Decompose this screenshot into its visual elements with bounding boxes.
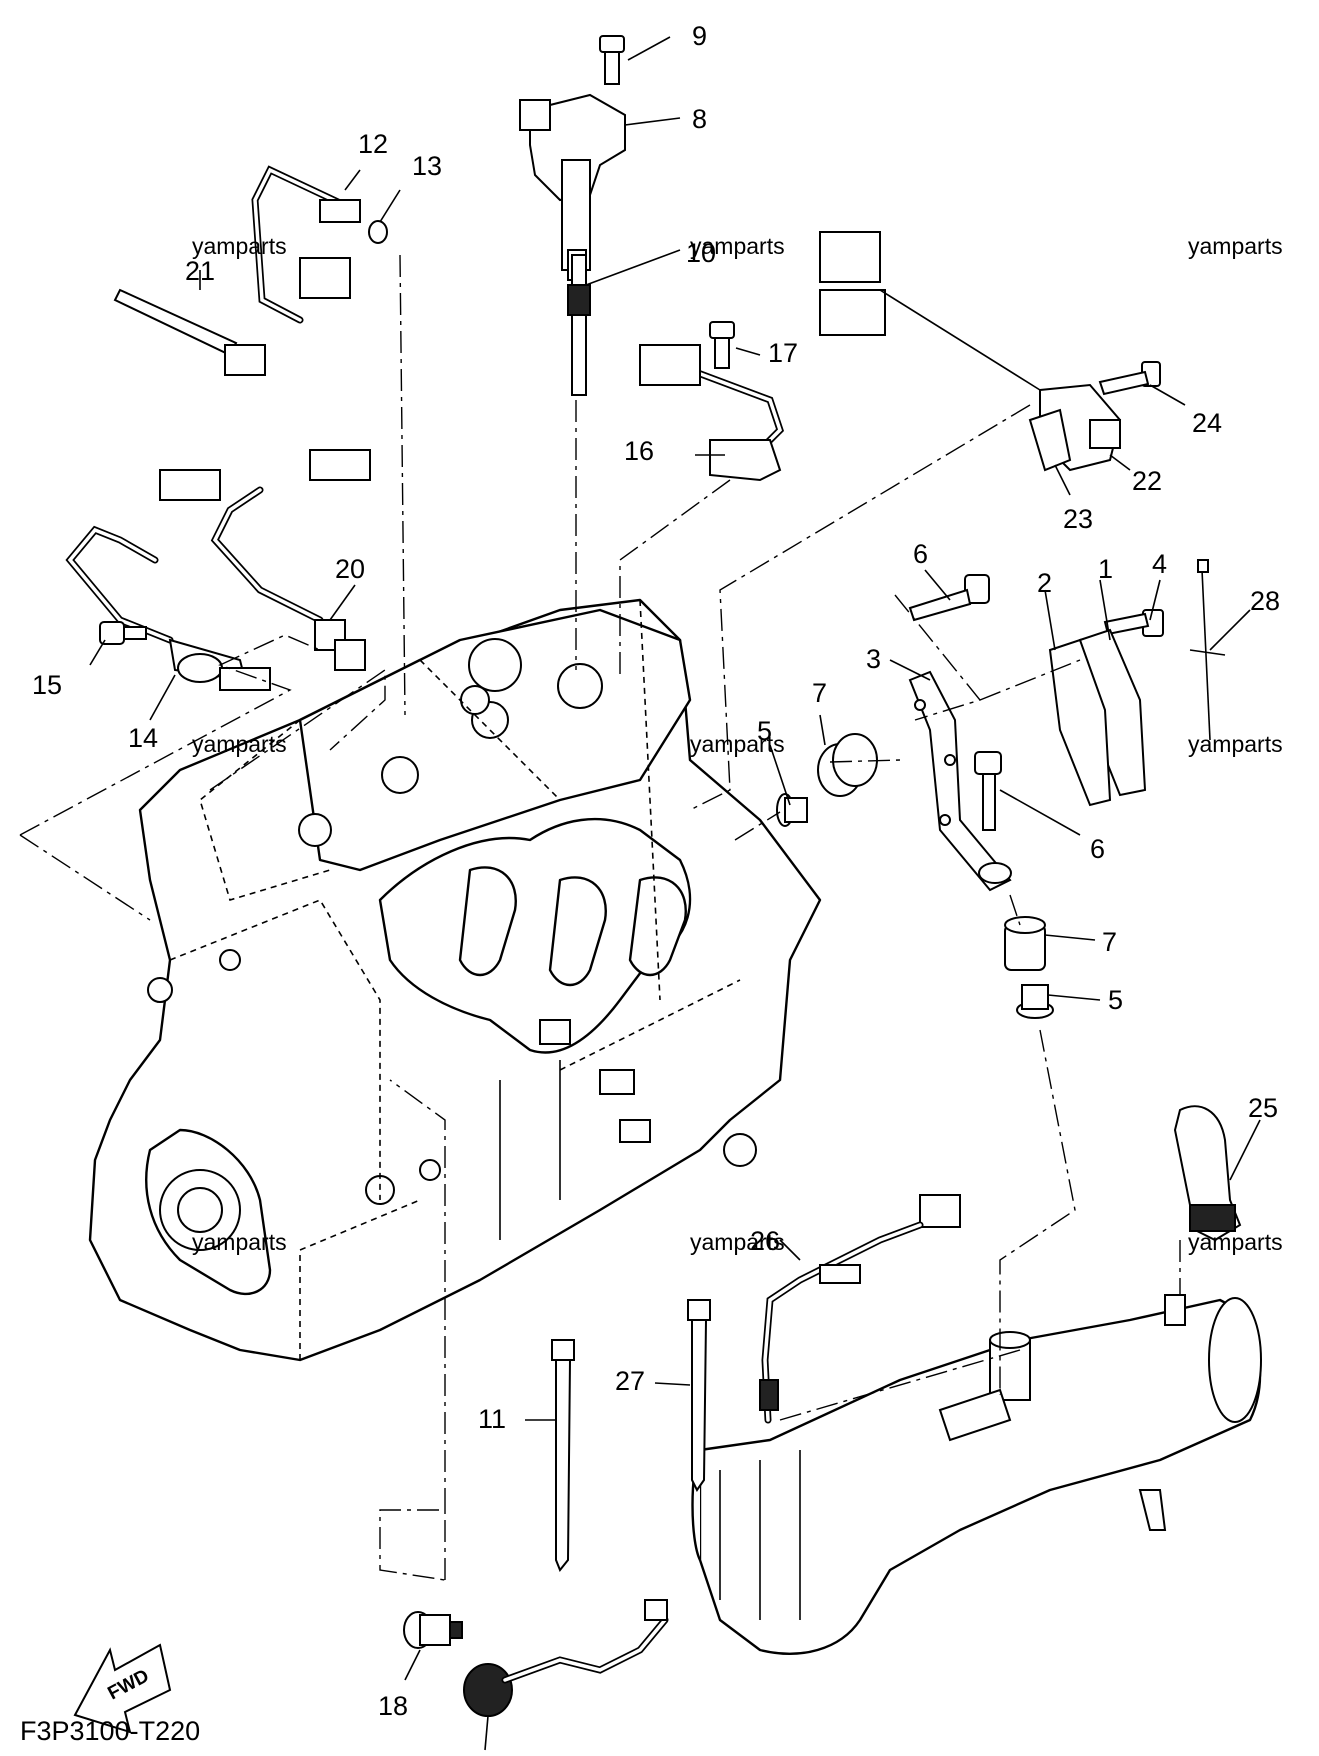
- watermark: yamparts: [192, 1229, 287, 1255]
- screw-17: [709, 321, 735, 369]
- grommet-7-lower: [1004, 916, 1046, 971]
- tie-28: [1189, 559, 1226, 741]
- bolt-4: [1103, 609, 1164, 637]
- sensor-21: [113, 288, 266, 376]
- bolt-24: [1098, 361, 1161, 396]
- cable-tie-27: [687, 1299, 711, 1492]
- bolt-6-upper: [908, 574, 990, 622]
- callout-25: 25: [1248, 1093, 1278, 1123]
- callout-26: 26: [750, 1226, 780, 1256]
- watermark: yamparts: [192, 233, 287, 259]
- watermark: yamparts: [690, 233, 785, 259]
- sensor-18: [403, 1611, 463, 1649]
- callout-27: 27: [615, 1366, 645, 1396]
- callout-13: 13: [412, 151, 442, 181]
- callout-5-upper: 5: [757, 716, 772, 746]
- exhaust-pipe: [691, 1294, 1262, 1655]
- sensor-16: [639, 344, 785, 482]
- engine-block: [88, 598, 822, 1362]
- collar-5-upper: [776, 793, 808, 827]
- callout-2: 2: [1037, 568, 1052, 598]
- callout-6-lower: 6: [1090, 834, 1105, 864]
- sensor-20: [210, 449, 371, 671]
- callout-8: 8: [692, 104, 707, 134]
- sensor-12: [251, 165, 361, 324]
- washer-13: [368, 220, 388, 244]
- callout-28: 28: [1250, 586, 1280, 616]
- knock-sensor-19: [463, 1599, 669, 1717]
- gasket-23: [1028, 408, 1072, 472]
- callout-4: 4: [1152, 549, 1167, 579]
- watermark: yamparts: [192, 731, 287, 757]
- clamp-25: [1173, 1105, 1242, 1242]
- assembly-lines: [19, 254, 1181, 1581]
- callout-7-upper: 7: [812, 678, 827, 708]
- watermarks: yamparts yamparts yamparts yamparts yamp…: [192, 233, 1283, 1255]
- callout-1: 1: [1098, 554, 1113, 584]
- harness-22: [819, 231, 1122, 472]
- watermark: yamparts: [1188, 731, 1283, 757]
- ignition-coil-8: [519, 93, 626, 281]
- callout-17: 17: [768, 338, 798, 368]
- callout-15: 15: [32, 670, 62, 700]
- callout-18: 18: [378, 1691, 408, 1721]
- callout-12: 12: [358, 129, 388, 159]
- callout-9: 9: [692, 21, 707, 51]
- plate-2: [1048, 638, 1112, 807]
- callout-14: 14: [128, 723, 158, 753]
- callout-23: 23: [1063, 504, 1093, 534]
- bolt-15: [99, 621, 147, 645]
- spark-plug-10: [567, 254, 591, 396]
- callout-22: 22: [1132, 466, 1162, 496]
- callout-20: 20: [335, 554, 365, 584]
- sensor-26: [759, 1194, 961, 1424]
- watermark: yamparts: [1188, 233, 1283, 259]
- callout-21: 21: [185, 256, 215, 286]
- callouts: 1 2 3 4 5 5 6 6 7 7 8 9 10 11 12 13 14 1…: [32, 21, 1280, 1721]
- watermark: yamparts: [690, 731, 785, 757]
- watermark: yamparts: [1188, 1229, 1283, 1255]
- watermark: yamparts: [690, 1229, 785, 1255]
- callout-16: 16: [624, 436, 654, 466]
- bolt-6-lower: [974, 751, 1002, 831]
- callout-7-lower: 7: [1102, 927, 1117, 957]
- fwd-arrow: FWD: [73, 1643, 172, 1734]
- drawing-code: F3P3100-T220: [20, 1716, 200, 1746]
- cable-tie-11: [551, 1339, 575, 1572]
- bolt-9: [599, 35, 625, 85]
- callout-24: 24: [1192, 408, 1222, 438]
- callout-3: 3: [866, 644, 881, 674]
- callout-6-upper: 6: [913, 539, 928, 569]
- callout-5-lower: 5: [1108, 985, 1123, 1015]
- bracket-3: [908, 670, 1012, 892]
- callout-10: 10: [686, 238, 716, 268]
- grommet-7-upper: [817, 733, 878, 797]
- callout-11: 11: [478, 1404, 506, 1434]
- collar-5-lower: [1016, 984, 1054, 1019]
- sensor-14: [65, 469, 271, 691]
- leader-lines: [89, 36, 1261, 1751]
